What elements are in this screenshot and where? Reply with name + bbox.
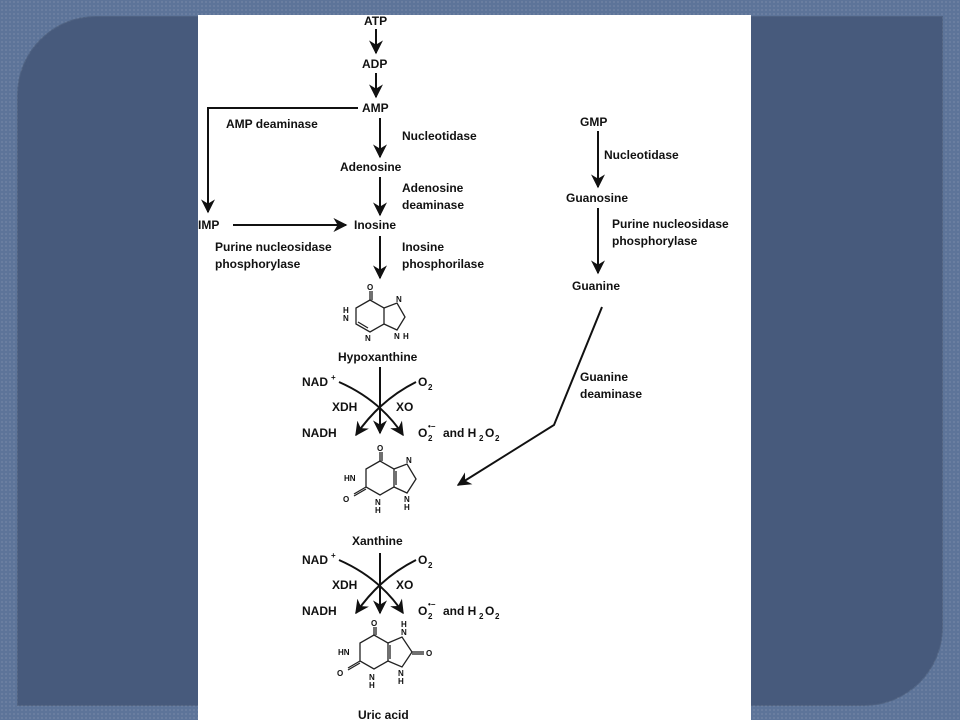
- xanthine-structure: [353, 452, 417, 497]
- uric-acid-label: Uric acid: [358, 708, 409, 720]
- svg-text:N: N: [375, 498, 381, 507]
- svg-text:XO: XO: [396, 400, 413, 414]
- svg-text:O: O: [343, 495, 349, 504]
- pnp-right-line2: phosphorylase: [612, 234, 698, 248]
- hypoxanthine-atoms: O H N N N N H: [343, 283, 409, 343]
- pathway-svg: ATP ADP AMP AMP deaminase Nucleotidase A…: [198, 15, 729, 720]
- adenosine-deaminase-line1: Adenosine: [402, 181, 464, 195]
- svg-text:2: 2: [495, 434, 500, 443]
- guanine-deaminase-line1: Guanine: [580, 370, 628, 384]
- svg-text:O: O: [418, 604, 427, 618]
- svg-text:O: O: [485, 604, 494, 618]
- inosine-label: Inosine: [354, 218, 396, 232]
- right-column-arrows: [456, 131, 605, 486]
- svg-text:NADH: NADH: [302, 426, 337, 440]
- svg-text:N: N: [343, 314, 349, 323]
- inosine-phosphorilase-line2: phosphorilase: [402, 257, 484, 271]
- svg-text:O: O: [485, 426, 494, 440]
- reaction-1-arrows: [338, 367, 417, 437]
- reaction-1: NAD + O 2 XDH XO NADH O 2 •− and H 2 O 2: [302, 373, 500, 443]
- svg-text:O: O: [367, 283, 373, 292]
- svg-text:NAD: NAD: [302, 553, 328, 567]
- guanine-deaminase-line2: deaminase: [580, 387, 642, 401]
- svg-text:+: +: [331, 551, 336, 560]
- svg-text:H: H: [375, 506, 381, 515]
- svg-text:H: H: [401, 620, 407, 629]
- nucleotidase-left-label: Nucleotidase: [402, 129, 477, 143]
- svg-text:2: 2: [428, 612, 433, 621]
- adenosine-deaminase-line2: deaminase: [402, 198, 464, 212]
- adenosine-label: Adenosine: [340, 160, 402, 174]
- svg-text:2: 2: [428, 561, 433, 570]
- imp-label: IMP: [198, 218, 219, 232]
- svg-text:HN: HN: [338, 648, 350, 657]
- svg-text:H: H: [404, 503, 410, 512]
- svg-text:HN: HN: [344, 474, 356, 483]
- svg-text:2: 2: [495, 612, 500, 621]
- svg-text:and H: and H: [443, 604, 476, 618]
- svg-text:O: O: [418, 426, 427, 440]
- svg-text:N: N: [394, 332, 400, 341]
- xanthine-atoms: O HN O N N H N H: [343, 444, 412, 515]
- gmp-label: GMP: [580, 115, 607, 129]
- amp-deaminase-label: AMP deaminase: [226, 117, 318, 131]
- svg-text:2: 2: [428, 383, 433, 392]
- svg-text:•−: •−: [428, 422, 436, 431]
- svg-text:O: O: [337, 669, 343, 678]
- svg-text:N: N: [401, 628, 407, 637]
- amp-label: AMP: [362, 101, 389, 115]
- svg-text:XDH: XDH: [332, 578, 357, 592]
- svg-text:XDH: XDH: [332, 400, 357, 414]
- svg-text:2: 2: [479, 434, 484, 443]
- svg-text:N: N: [369, 673, 375, 682]
- uric-acid-structure: [347, 627, 424, 671]
- svg-text:•−: •−: [428, 600, 436, 609]
- svg-text:O: O: [371, 619, 377, 628]
- atp-label: ATP: [364, 15, 387, 28]
- svg-text:H: H: [403, 332, 409, 341]
- svg-text:H: H: [343, 306, 349, 315]
- svg-text:O: O: [418, 553, 427, 567]
- svg-text:N: N: [406, 456, 412, 465]
- purine-degradation-diagram: ATP ADP AMP AMP deaminase Nucleotidase A…: [198, 15, 751, 720]
- inosine-phosphorilase-line1: Inosine: [402, 240, 444, 254]
- adp-label: ADP: [362, 57, 387, 71]
- svg-text:N: N: [365, 334, 371, 343]
- svg-text:NAD: NAD: [302, 375, 328, 389]
- hypoxanthine-structure: [355, 291, 406, 333]
- svg-text:2: 2: [428, 434, 433, 443]
- svg-text:and H: and H: [443, 426, 476, 440]
- guanosine-label: Guanosine: [566, 191, 628, 205]
- svg-text:+: +: [331, 373, 336, 382]
- svg-text:XO: XO: [396, 578, 413, 592]
- svg-text:H: H: [398, 677, 404, 686]
- svg-text:O: O: [418, 375, 427, 389]
- pnp-left-line2: phosphorylase: [215, 257, 301, 271]
- xanthine-label: Xanthine: [352, 534, 403, 548]
- svg-text:O: O: [377, 444, 383, 453]
- svg-text:NADH: NADH: [302, 604, 337, 618]
- pnp-right-line1: Purine nucleosidase: [612, 217, 729, 231]
- svg-text:N: N: [404, 495, 410, 504]
- reaction-2: NAD + O 2 XDH XO NADH O 2 •− and H 2 O 2: [302, 551, 500, 621]
- uric-acid-atoms: O HN O N H H N N H O: [337, 619, 432, 690]
- pnp-left-line1: Purine nucleosidase: [215, 240, 332, 254]
- reaction-2-arrows: [338, 553, 417, 615]
- guanine-label: Guanine: [572, 279, 620, 293]
- svg-text:O: O: [426, 649, 432, 658]
- left-column-arrows: [201, 29, 387, 280]
- svg-text:N: N: [398, 669, 404, 678]
- nucleotidase-right-label: Nucleotidase: [604, 148, 679, 162]
- svg-text:H: H: [369, 681, 375, 690]
- svg-text:2: 2: [479, 612, 484, 621]
- hypoxanthine-label: Hypoxanthine: [338, 350, 418, 364]
- svg-text:N: N: [396, 295, 402, 304]
